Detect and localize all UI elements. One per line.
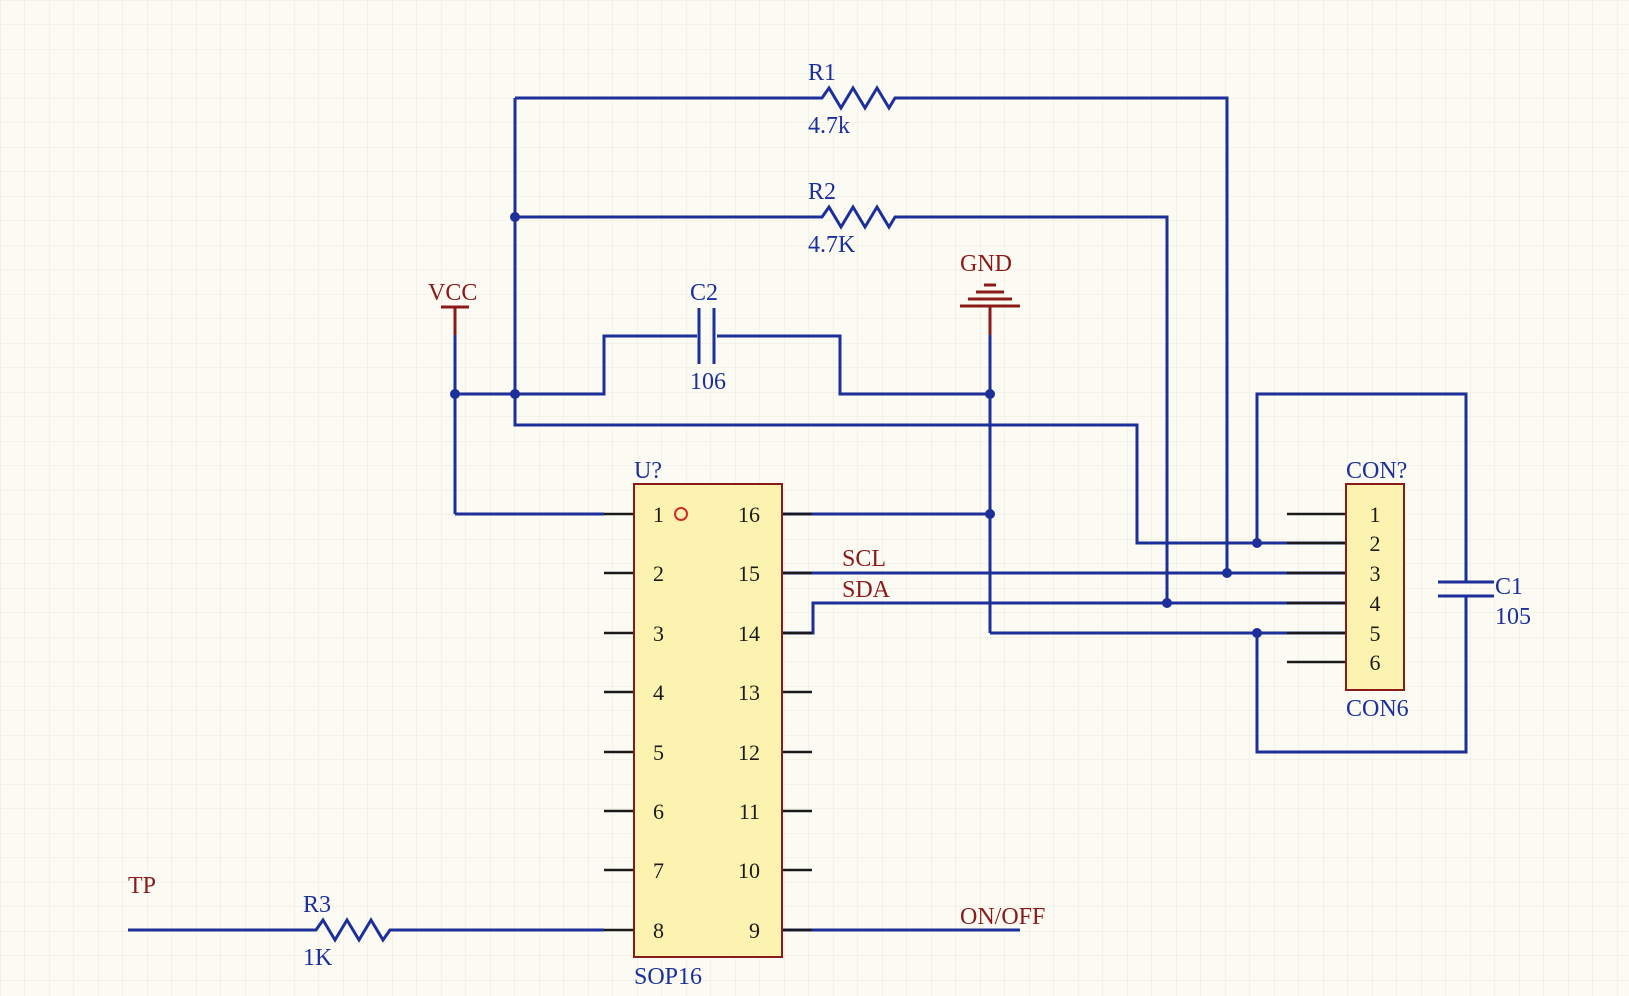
connector-designator: CON? <box>1346 458 1407 484</box>
connector-pin-number: 1 <box>1370 502 1381 527</box>
vcc-label: VCC <box>428 280 477 306</box>
wire-r2-right[interactable] <box>902 215 1169 603</box>
c2-value: 106 <box>690 369 726 395</box>
resistor-r2[interactable]: R2 4.7K <box>808 179 902 258</box>
gnd-power-port[interactable]: GND <box>960 251 1020 335</box>
junction-dot <box>1162 598 1172 608</box>
junction-dot <box>1252 628 1262 638</box>
r2-value: 4.7K <box>808 232 856 258</box>
resistor-symbol <box>307 917 397 943</box>
net-label-tp[interactable]: TP <box>128 873 156 899</box>
chip-pin-number: 1 <box>653 502 664 527</box>
chip-pin-number: 10 <box>738 858 760 883</box>
resistor-symbol <box>812 85 902 111</box>
chip-pin-number: 13 <box>738 680 760 705</box>
wires <box>128 96 1468 932</box>
capacitor-c1[interactable]: C1 105 <box>1438 574 1531 630</box>
chip-pin-number: 12 <box>738 740 760 765</box>
junction-dot <box>985 389 995 399</box>
chip-pin-number: 2 <box>653 561 664 586</box>
connector-pin-number: 5 <box>1370 621 1381 646</box>
chip-body <box>633 483 783 958</box>
wire-c1-top[interactable] <box>1255 392 1468 582</box>
capacitor-c2[interactable]: C2 106 <box>690 280 726 395</box>
wire-c1-bottom[interactable] <box>1255 596 1468 754</box>
net-labels: SCL SDA TP ON/OFF <box>128 546 1045 930</box>
junction-dot <box>450 389 460 399</box>
junctions <box>450 212 1262 638</box>
r3-value: 1K <box>303 945 333 971</box>
r1-designator: R1 <box>808 60 836 86</box>
chip-pin-number: 15 <box>738 561 760 586</box>
chip-pin-number: 7 <box>653 858 664 883</box>
chip-pin-number: 11 <box>739 799 760 824</box>
pin1-marker-icon <box>674 507 688 521</box>
vcc-power-port[interactable]: VCC <box>428 280 477 335</box>
r1-value: 4.7k <box>808 113 850 139</box>
c1-value: 105 <box>1495 604 1531 630</box>
chip-pin-number: 5 <box>653 740 664 765</box>
connector-pin-number: 6 <box>1370 650 1381 675</box>
junction-dot <box>1222 568 1232 578</box>
resistor-r3[interactable]: R3 1K <box>303 892 397 971</box>
net-label-sda[interactable]: SDA <box>842 577 891 603</box>
resistor-symbol <box>812 204 902 230</box>
chip-pin-number: 14 <box>738 621 760 646</box>
connector-pin-numbers: 1 2 3 4 5 6 <box>1370 502 1381 675</box>
connector-pin-lines <box>1287 512 1346 664</box>
chip-pin-number: 3 <box>653 621 664 646</box>
chip-u[interactable]: 1 2 3 4 5 6 7 8 16 15 14 13 12 11 10 9 U… <box>604 458 812 990</box>
chip-pin-number: 9 <box>749 918 760 943</box>
chip-pin-number: 8 <box>653 918 664 943</box>
junction-dot <box>510 212 520 222</box>
connector-body <box>1345 483 1405 691</box>
chip-pin-lines <box>604 512 812 932</box>
net-label-scl[interactable]: SCL <box>842 546 886 572</box>
connector-part: CON6 <box>1346 696 1409 722</box>
wire-r1-right[interactable] <box>902 96 1229 573</box>
connector-con6[interactable]: 1 2 3 4 5 6 CON? CON6 <box>1287 458 1409 722</box>
r2-designator: R2 <box>808 179 836 205</box>
wire-r1-left[interactable] <box>513 98 1346 545</box>
c1-designator: C1 <box>1495 574 1523 600</box>
chip-pin-number: 6 <box>653 799 664 824</box>
connector-pin-number: 4 <box>1370 591 1381 616</box>
connector-pin-number: 2 <box>1370 531 1381 556</box>
junction-dot <box>985 509 995 519</box>
junction-dot <box>1252 538 1262 548</box>
chip-designator: U? <box>634 458 662 484</box>
junction-dot <box>510 389 520 399</box>
wire-c2-right[interactable] <box>717 334 990 396</box>
chip-right-pin-numbers: 16 15 14 13 12 11 10 9 <box>738 502 760 943</box>
connector-pin-number: 3 <box>1370 561 1381 586</box>
chip-pin-number: 16 <box>738 502 760 527</box>
chip-left-pin-numbers: 1 2 3 4 5 6 7 8 <box>653 502 664 943</box>
resistor-r1[interactable]: R1 4.7k <box>808 60 902 139</box>
chip-footprint: SOP16 <box>634 964 702 990</box>
wire-c2-left[interactable] <box>455 334 697 396</box>
r3-designator: R3 <box>303 892 331 918</box>
c2-designator: C2 <box>690 280 718 306</box>
net-label-on-off[interactable]: ON/OFF <box>960 904 1045 930</box>
gnd-label: GND <box>960 251 1012 277</box>
chip-pin-number: 4 <box>653 680 664 705</box>
